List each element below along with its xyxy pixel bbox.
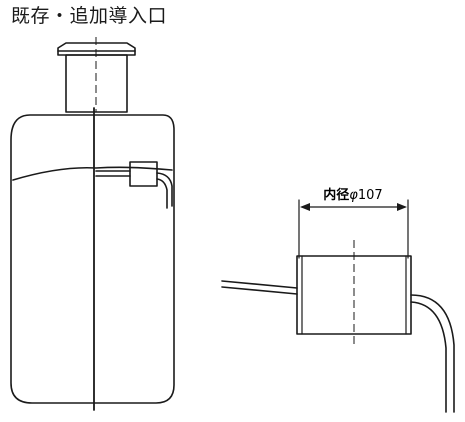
dimension-label: 内径φ107	[323, 187, 382, 203]
inlet-detail-pipe-left-upper	[221, 280, 298, 289]
tank-body	[10, 114, 175, 404]
tank-top-flange	[57, 42, 136, 56]
tank-shoulder-line	[12, 166, 173, 181]
diagram-caption: 既存・追加導入口	[11, 5, 168, 27]
tank-inlet-fitting	[129, 161, 158, 187]
inlet-detail	[221, 199, 455, 413]
inlet-detail-pipe-right-outer	[410, 294, 455, 413]
tank-inlet-pipe-right	[156, 172, 173, 207]
dimension-symbol: φ	[349, 188, 358, 203]
tank-assembly	[10, 42, 175, 411]
inlet-detail-pipe-left-lower	[221, 286, 298, 295]
dimension-arrow-left	[300, 203, 310, 211]
inlet-detail-pipe-right-inner	[410, 301, 447, 413]
dimension-arrow-right	[397, 203, 407, 211]
dimension-value: 107	[358, 188, 383, 203]
tank-inlet-pipe-right-2	[156, 178, 168, 209]
dimension-prefix: 内径	[323, 187, 349, 203]
